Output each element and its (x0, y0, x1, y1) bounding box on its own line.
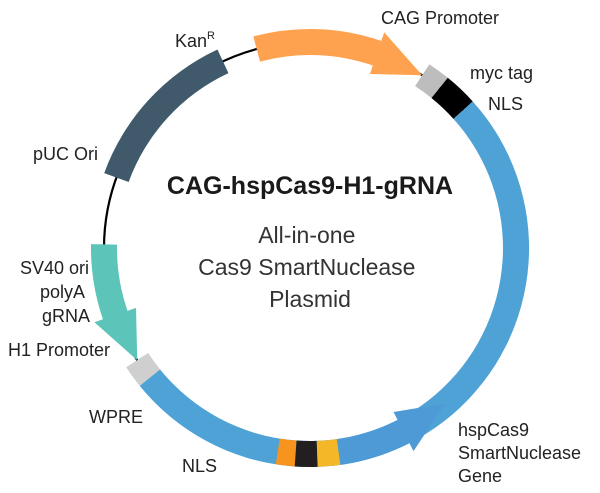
myc-tag-label: myc tag (470, 63, 533, 83)
nls-label-top: NLS (488, 94, 523, 114)
sv40-ori-segment (275, 438, 297, 467)
wpre-label: WPRE (89, 407, 143, 427)
grna-label: gRNA (42, 306, 90, 326)
polya-segment (294, 440, 318, 468)
puc-ori-label: pUC Ori (33, 144, 98, 164)
nls-segment-bottom (126, 353, 161, 386)
nls-label-bottom: NLS (182, 456, 217, 476)
myc-tag-segment (415, 64, 448, 99)
kan-label: KanR (175, 30, 215, 51)
h1-promoter-arrow (336, 403, 446, 465)
plasmid-subtitle: All-in-one Cas9 SmartNuclease Plasmid (198, 222, 422, 312)
cas9-gene-segment (139, 101, 530, 468)
sv40-ori-label: SV40 ori (20, 258, 89, 278)
grna-segment (316, 439, 341, 467)
nls-segment-top (431, 77, 473, 119)
kan-resistance-segment (104, 49, 229, 182)
h1-promoter-label: H1 Promoter (8, 340, 110, 360)
cag-promoter-arrow (253, 28, 423, 76)
plasmid-title: CAG-hspCas9-H1-gRNA (167, 172, 453, 200)
cag-promoter-label: CAG Promoter (381, 8, 499, 28)
cas9-gene-label: hspCas9 SmartNuclease Gene (458, 420, 586, 486)
wpre-arrow (90, 244, 138, 361)
polya-label: polyA (40, 282, 85, 302)
